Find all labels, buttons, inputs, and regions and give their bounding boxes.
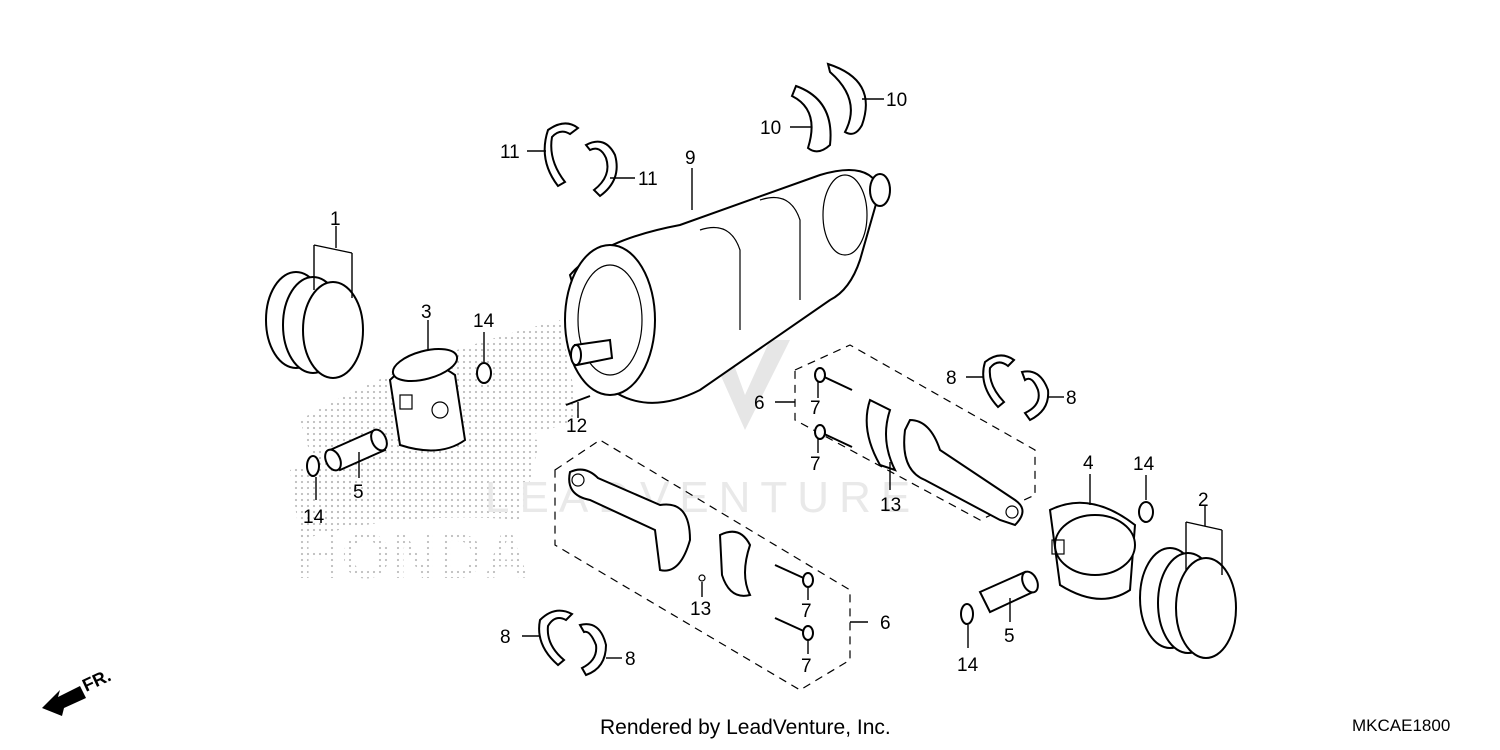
callout-11-b: 11 [638, 169, 658, 190]
callout-14-b: 14 [303, 507, 325, 528]
crankshaft [564, 169, 891, 404]
crank-pin [565, 395, 591, 406]
piston-right [1048, 501, 1137, 600]
callout-6-upper: 6 [754, 393, 765, 414]
piston-rings-left [265, 271, 364, 379]
callout-7-d: 7 [801, 656, 812, 677]
callout-1: 1 [330, 209, 341, 230]
callout-14-c: 14 [1133, 454, 1155, 475]
callout-8-a: 8 [946, 368, 957, 389]
conrod-bolts-lower [774, 564, 814, 641]
callout-7-b: 7 [810, 454, 821, 475]
callout-8-d: 8 [625, 649, 636, 670]
conrod-bearing-upper [982, 354, 1050, 422]
callout-7-a: 7 [810, 398, 821, 419]
main-bearing-upper [543, 122, 618, 198]
conrod-bolts-upper [814, 367, 853, 448]
callout-10-a: 10 [886, 90, 907, 111]
dowel-pin [698, 574, 706, 582]
callout-2: 2 [1198, 490, 1209, 511]
piston-left [388, 348, 467, 452]
piston-rings-right [1139, 547, 1237, 659]
conrod-bearing-lower [538, 609, 608, 677]
callout-5-left: 5 [353, 482, 364, 503]
front-direction-label: FR. [79, 665, 114, 695]
honda-wordmark: HONDA [295, 520, 530, 592]
piston-pin-clip-lower-right [960, 603, 974, 625]
callout-11-a: 11 [500, 142, 520, 163]
conrod-upper [865, 398, 1024, 527]
conrod-lower [568, 468, 752, 597]
callout-12: 12 [566, 416, 587, 437]
render-credit: Rendered by LeadVenture, Inc. [600, 716, 891, 739]
callout-13-lower: 13 [690, 599, 711, 620]
callout-9: 9 [685, 148, 696, 169]
piston-pin-left [324, 428, 388, 472]
leadventure-wordmark: LEADVENTURE [485, 473, 920, 522]
piston-pin-clip-upper-left [476, 362, 492, 384]
thrust-washers [790, 62, 867, 153]
conrod-group-upper [794, 344, 1036, 521]
piston-pin-right [978, 570, 1039, 614]
callout-14-a: 14 [473, 311, 495, 332]
callout-8-b: 8 [1066, 388, 1077, 409]
callout-8-c: 8 [500, 627, 511, 648]
callout-6-lower: 6 [880, 613, 891, 634]
conrod-group-lower [554, 439, 851, 691]
callout-7-c: 7 [801, 601, 812, 622]
callout-5-right: 5 [1004, 626, 1015, 647]
callout-13-upper: 13 [880, 495, 901, 516]
callout-4: 4 [1083, 453, 1094, 474]
callout-3: 3 [421, 302, 432, 323]
front-direction-arrow-icon: FR. [42, 665, 114, 716]
piston-pin-clip-upper-right [1138, 501, 1154, 523]
callout-10-b: 10 [760, 118, 781, 139]
diagram-code: MKCAE1800 [1352, 716, 1451, 735]
callout-14-d: 14 [957, 655, 979, 676]
piston-pin-clip-lower-left [306, 455, 320, 477]
